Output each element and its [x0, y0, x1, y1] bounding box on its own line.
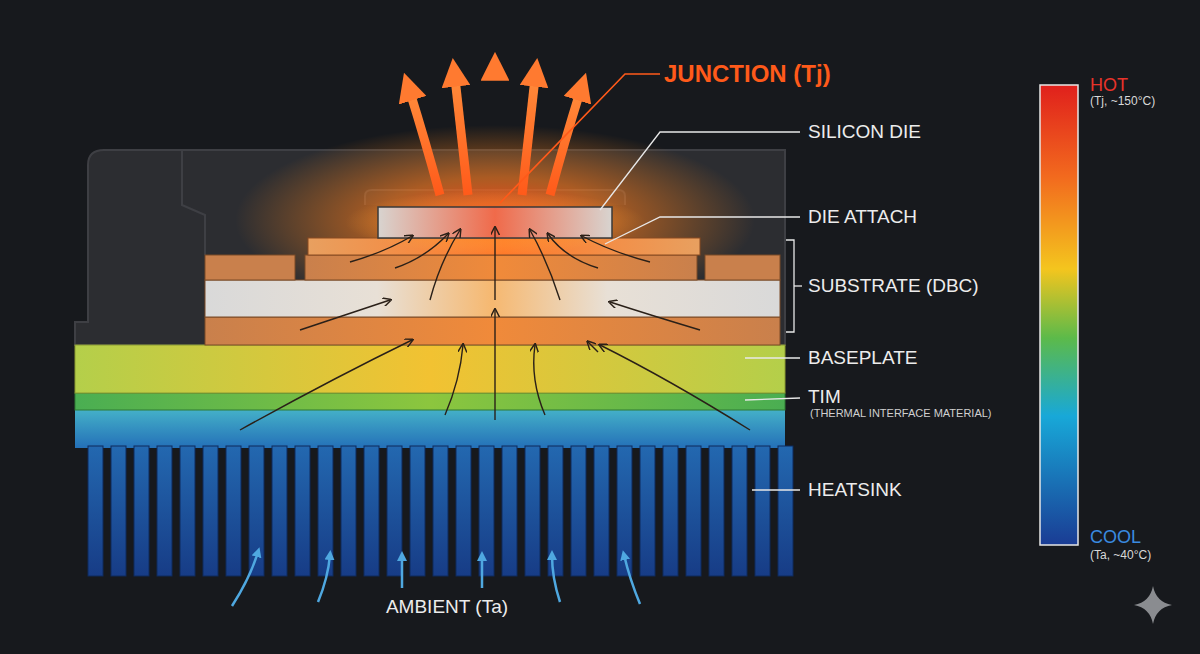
dbc-pad-right: [705, 255, 780, 280]
ambient-label: AMBIENT (Ta): [386, 596, 508, 618]
baseplate-layer: [75, 345, 785, 393]
part-label: HEATSINK: [808, 479, 902, 501]
heatsink-fin: [295, 446, 310, 576]
heatsink-fin: [525, 446, 540, 576]
heatsink-fin: [594, 446, 609, 576]
heatsink-fin: [548, 446, 563, 576]
heat-flow-arrows: [240, 228, 750, 430]
dbc-pad-left: [205, 255, 295, 280]
heatsink-fin: [157, 446, 172, 576]
colorbar-sublabel: (Tj, ~150°C): [1090, 95, 1155, 109]
heatsink-fin: [778, 446, 793, 576]
heatsink-fin: [755, 446, 770, 576]
heatsink-fin: [111, 446, 126, 576]
leader-lines: [500, 74, 802, 490]
colorbar-label: HOT: [1090, 75, 1128, 96]
heatsink-base: [75, 410, 785, 448]
heatsink-fin: [203, 446, 218, 576]
heatsink-fin: [663, 446, 678, 576]
part-label: BASEPLATE: [808, 347, 917, 369]
heatsink-fin: [640, 446, 655, 576]
tim-layer: [75, 393, 785, 410]
heatsink-fin: [272, 446, 287, 576]
dbc-ceramic: [205, 280, 780, 317]
sparkle-icon: [1134, 586, 1172, 624]
heatsink-fin: [387, 446, 402, 576]
part-label: TIM: [808, 386, 841, 408]
dbc-bottom-copper: [205, 317, 780, 345]
heatsink-fin: [134, 446, 149, 576]
heatsink-fin: [686, 446, 701, 576]
heatsink-fin: [341, 446, 356, 576]
temperature-colorbar: [1040, 85, 1078, 545]
heatsink-fin: [502, 446, 517, 576]
heatsink-fin: [456, 446, 471, 576]
heatsink-fin: [364, 446, 379, 576]
heatsink-fin: [571, 446, 586, 576]
part-sublabel: (THERMAL INTERFACE MATERIAL): [810, 407, 992, 420]
heatsink-fin: [433, 446, 448, 576]
heat-out-arrows: [410, 72, 580, 195]
heatsink-fin: [226, 446, 241, 576]
heatsink-fin: [180, 446, 195, 576]
part-label: SUBSTRATE (DBC): [808, 275, 979, 297]
part-label: SILICON DIE: [808, 121, 921, 143]
colorbar-sublabel: (Ta, ~40°C): [1090, 549, 1151, 563]
heatsink-fin: [410, 446, 425, 576]
heatsink-fin: [732, 446, 747, 576]
junction-label: JUNCTION (Tj): [664, 60, 831, 88]
housing-edge: [182, 150, 205, 255]
colorbar-label: COOL: [1090, 527, 1141, 548]
part-label: DIE ATTACH: [808, 206, 917, 228]
heatsink-fin: [88, 446, 103, 576]
heatsink-fins: [88, 446, 793, 576]
heatsink-fin: [709, 446, 724, 576]
